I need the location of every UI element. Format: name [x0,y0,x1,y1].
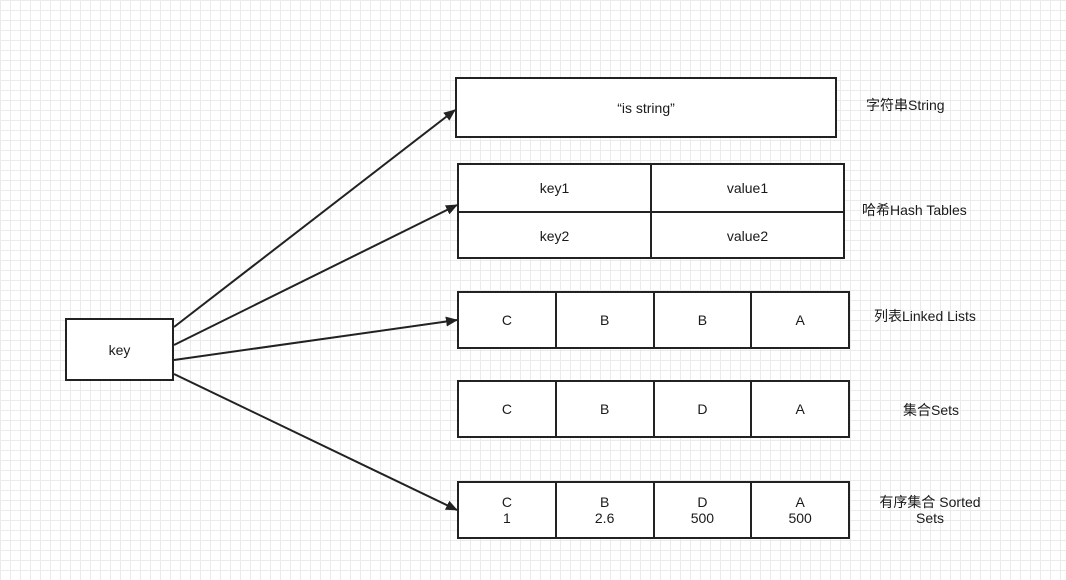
zset-type-label-line1: 有序集合 Sorted [879,494,981,510]
hash-row: key1 value1 [459,165,843,211]
zset-type-label: 有序集合 Sorted Sets [876,494,984,526]
arrow-to-string [173,109,456,328]
zset-item: A 500 [750,483,848,537]
zset-score: 2.6 [594,510,615,526]
zset-member: A [795,494,805,510]
set-item: C [501,401,512,417]
set-type-label: 集合Sets [903,402,960,418]
key-node: key [65,318,174,381]
zset-member: D [697,494,708,510]
set-item: A [750,382,848,436]
string-box: “is string” [455,77,837,138]
list-item: C [501,312,512,328]
hash-key-cell: key1 [539,180,570,196]
arrow-to-hash [173,204,458,346]
key-node-label: key [108,341,131,358]
hash-type-label: 哈希Hash Tables [862,202,967,218]
set-box: C B D A [457,380,850,438]
string-value: “is string” [617,99,675,116]
list-box: C B B A [457,291,850,349]
zset-score: 500 [690,510,715,526]
arrow-to-zset [173,373,458,511]
zset-score: 1 [502,510,511,526]
zset-member: C [501,494,512,510]
zset-item: C 1 [459,483,555,537]
list-item: B [652,293,751,347]
set-item: D [652,382,751,436]
list-item: B [554,293,653,347]
list-type-label: 列表Linked Lists [874,308,976,324]
hash-value-cell: value1 [650,165,843,211]
string-type-label: 字符串String [866,97,945,113]
hash-key-cell: key2 [539,228,570,244]
zset-member: B [599,494,610,510]
zset-item: D 500 [652,483,751,537]
zset-type-label-line2: Sets [915,510,944,526]
hash-table: key1 value1 key2 value2 [457,163,845,259]
zset-box: C 1 B 2.6 D 500 A 500 [457,481,850,539]
zset-item: B 2.6 [554,483,653,537]
arrow-to-list [173,316,458,361]
hash-value-cell: value2 [650,213,843,259]
zset-score: 500 [788,510,812,526]
hash-row: key2 value2 [459,211,843,259]
set-item: B [554,382,653,436]
list-item: A [750,293,848,347]
